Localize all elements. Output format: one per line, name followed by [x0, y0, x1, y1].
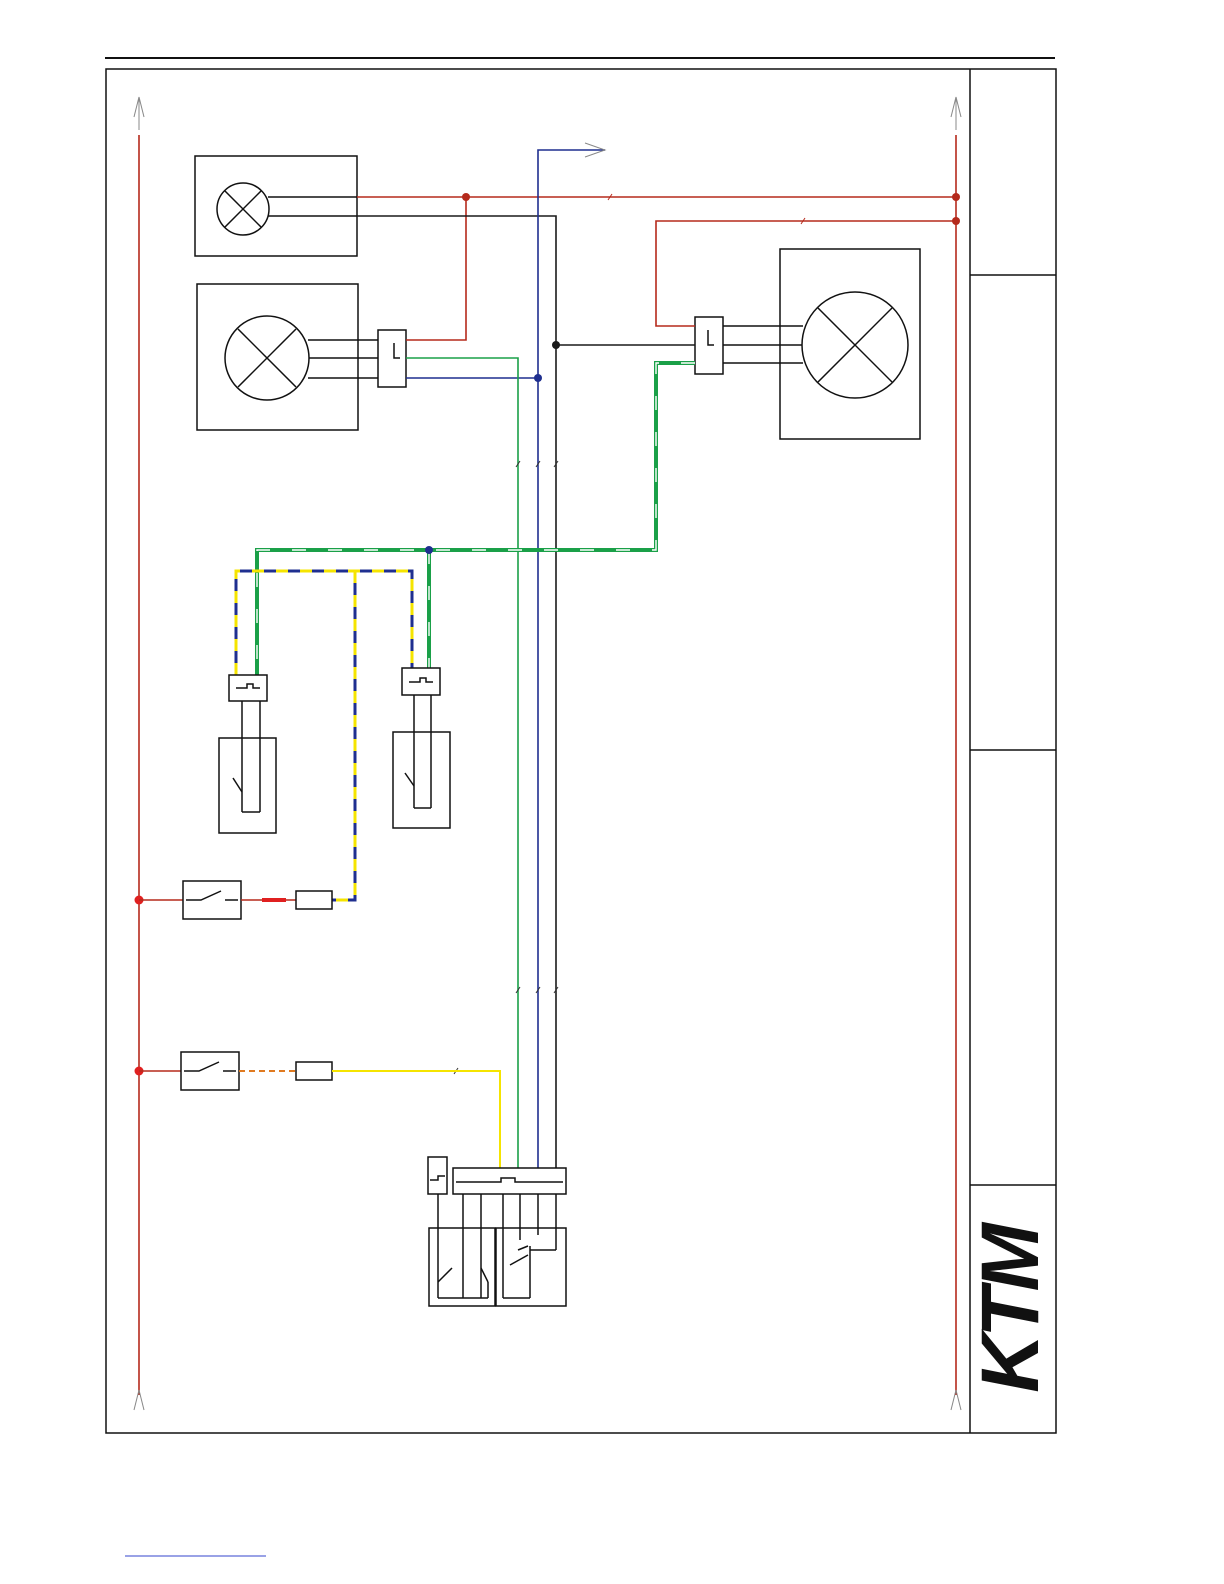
lower-fuse	[296, 1062, 332, 1080]
wire-red-right-lamp	[656, 221, 956, 326]
wire-green-white-main	[257, 363, 695, 675]
lower-switch-circuit	[139, 1052, 500, 1168]
handlebar-switch-unit	[428, 1157, 566, 1306]
handlebar-main-connector	[453, 1168, 566, 1194]
wire-blue-yellow-loop	[236, 571, 412, 675]
left-switch-connector	[229, 675, 267, 701]
stripe	[257, 363, 695, 675]
switch-contact-icon	[438, 1268, 452, 1282]
small-lamp-housing	[195, 156, 357, 256]
left-lamp-connector	[378, 330, 406, 387]
ktm-logo-text: KTM	[965, 1222, 1056, 1393]
ktm-logo: KTM	[965, 1222, 1056, 1393]
power-rails	[134, 97, 961, 1410]
right-large-lamp	[695, 249, 920, 439]
junction-dot	[462, 193, 470, 201]
switch-contact-icon	[518, 1246, 528, 1250]
junction-dot	[534, 374, 542, 382]
switch-contact-icon	[510, 1255, 528, 1265]
connector-latch	[708, 330, 714, 345]
upper-fuse	[296, 891, 332, 909]
junction-dot	[952, 193, 960, 201]
handlebar-switch-housing-left	[429, 1228, 495, 1306]
page-frame	[105, 58, 1056, 1433]
outer-border	[106, 69, 1056, 1433]
connector-latch	[456, 1178, 563, 1182]
connector-latch	[430, 1176, 445, 1180]
wire-ticks	[454, 461, 558, 1074]
switch-contact-icon	[186, 891, 221, 900]
junction-dot	[552, 341, 560, 349]
right-switch-connector	[402, 668, 440, 695]
wire-red-left-lamp	[406, 197, 466, 340]
connector-latch	[409, 678, 433, 682]
left-lamp-housing	[197, 284, 358, 430]
wire-yellow-feed	[332, 1071, 500, 1168]
left-large-lamp	[197, 284, 406, 430]
blue-wires	[406, 143, 605, 1168]
switch-contact-icon	[405, 773, 414, 786]
wire-blue-main	[538, 150, 605, 1168]
blue-yellow-harness	[236, 571, 412, 900]
junction-dot	[952, 217, 960, 225]
connector-latch	[236, 684, 260, 688]
switch-contact-icon	[481, 1268, 488, 1282]
switch-contact-icon	[233, 778, 242, 792]
left-switch-unit	[219, 675, 276, 833]
stripe	[236, 571, 412, 675]
wire-blue-yellow-feed	[332, 571, 355, 900]
right-switch-unit	[393, 668, 450, 828]
junction-dot	[425, 546, 433, 554]
right-lamp-housing	[780, 249, 920, 439]
stripe	[332, 571, 355, 900]
switch-contact-icon	[184, 1062, 219, 1071]
upper-switch-circuit	[139, 881, 332, 919]
green-white-harness	[257, 363, 695, 675]
connector-latch	[394, 343, 400, 358]
green-wires	[406, 358, 518, 1168]
left-switch-housing	[219, 738, 276, 833]
right-switch-housing	[393, 732, 450, 828]
wire-green-left-lamp	[406, 358, 518, 1168]
small-lamp	[195, 156, 357, 256]
